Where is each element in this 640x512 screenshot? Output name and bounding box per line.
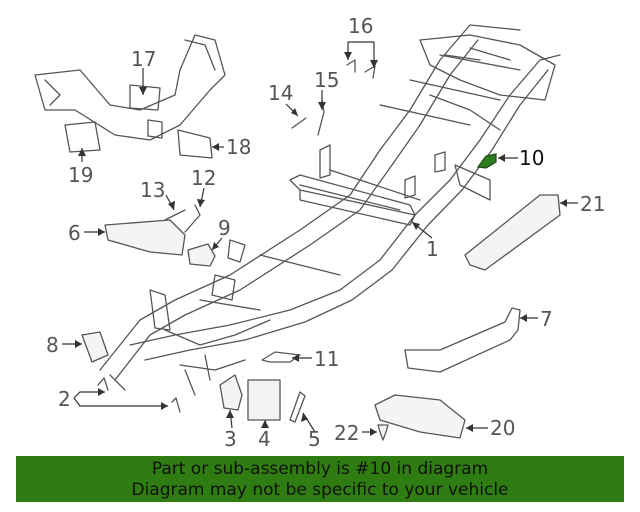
- callout-5[interactable]: 5: [308, 427, 321, 451]
- hitch-assembly: [34, 34, 226, 159]
- callout-22[interactable]: 22: [334, 421, 359, 445]
- part-20-outline: [374, 394, 466, 439]
- callout-14[interactable]: 14: [268, 81, 293, 105]
- callout-15[interactable]: 15: [314, 68, 339, 92]
- part-9-outline: [187, 243, 216, 267]
- frame-assembly: [99, 24, 561, 396]
- callout-13[interactable]: 13: [140, 178, 165, 202]
- callout-3[interactable]: 3: [224, 427, 237, 451]
- part-8-outline: [81, 331, 109, 363]
- part-14-outline: [291, 117, 307, 129]
- part-21-outline: [464, 194, 561, 271]
- callout-17[interactable]: 17: [131, 47, 156, 71]
- info-banner: Part or sub-assembly is #10 in diagram D…: [16, 456, 624, 502]
- part-4-outline: [247, 379, 281, 421]
- callout-1[interactable]: 1: [426, 237, 439, 261]
- arrowheads: [75, 52, 567, 436]
- leader-lines: [62, 41, 578, 433]
- part-3-outline: [219, 374, 243, 411]
- callout-9[interactable]: 9: [218, 216, 231, 240]
- part-22-outline: [377, 424, 389, 441]
- callout-19[interactable]: 19: [68, 163, 93, 187]
- part-5-outline: [289, 391, 306, 423]
- callout-6[interactable]: 6: [68, 221, 81, 245]
- banner-line-1: Part or sub-assembly is #10 in diagram: [151, 459, 489, 479]
- part-16-outline: [346, 59, 376, 79]
- callout-18[interactable]: 18: [226, 135, 251, 159]
- part-10-highlighted: [476, 153, 497, 169]
- part-12-outline: [184, 204, 201, 233]
- banner-line-2: Diagram may not be specific to your vehi…: [131, 480, 509, 500]
- callout-10[interactable]: 10: [519, 146, 544, 170]
- callout-11[interactable]: 11: [314, 347, 339, 371]
- part-2-outline: [97, 377, 181, 413]
- callout-2[interactable]: 2: [58, 387, 71, 411]
- part-6-outline: [104, 219, 186, 256]
- callout-8[interactable]: 8: [46, 333, 59, 357]
- part-13-outline: [164, 209, 186, 221]
- callout-12[interactable]: 12: [191, 166, 216, 190]
- callout-7[interactable]: 7: [540, 307, 553, 331]
- parts-diagram: 1 2 3 4 5 6 7 8 9 10 11 12 13 14 15 16 1…: [34, 14, 605, 451]
- part-7-outline: [404, 307, 521, 373]
- callout-4[interactable]: 4: [258, 427, 271, 451]
- callout-21[interactable]: 21: [580, 192, 605, 216]
- callout-20[interactable]: 20: [490, 416, 515, 440]
- callout-16[interactable]: 16: [348, 14, 373, 38]
